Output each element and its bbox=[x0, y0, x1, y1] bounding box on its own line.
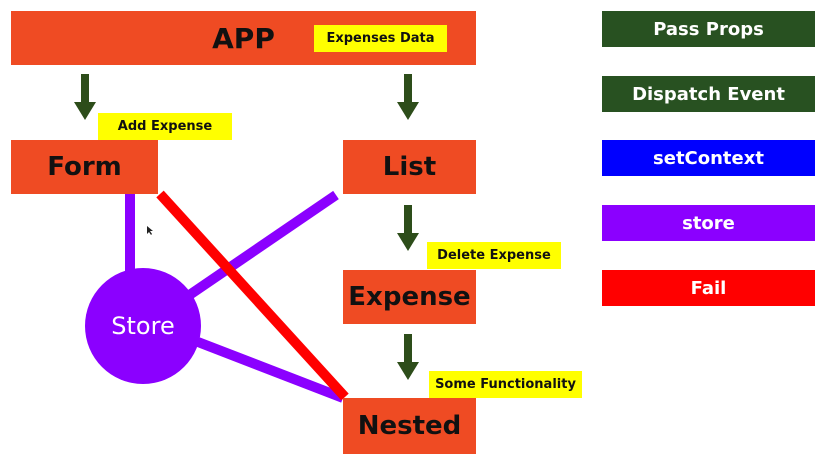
legend-fail: Fail bbox=[602, 270, 815, 306]
expense-node: Expense bbox=[343, 270, 476, 324]
some-functionality-tag: Some Functionality bbox=[429, 371, 582, 398]
arrow-down-icon bbox=[397, 74, 419, 120]
form-node-label: Form bbox=[47, 152, 122, 182]
expense-node-label: Expense bbox=[348, 282, 471, 312]
legend-pass-props: Pass Props bbox=[602, 11, 815, 47]
store-node: Store bbox=[85, 268, 201, 384]
form-to-nested-fail-line bbox=[156, 190, 349, 401]
nested-node: Nested bbox=[343, 398, 476, 454]
list-node: List bbox=[343, 140, 476, 194]
arrow-down-icon bbox=[397, 334, 419, 380]
legend-store: store bbox=[602, 205, 815, 241]
legend-set-context: setContext bbox=[602, 140, 815, 176]
app-node-label: APP bbox=[212, 21, 275, 55]
delete-expense-tag: Delete Expense bbox=[427, 242, 561, 269]
legend-label: Fail bbox=[690, 277, 727, 299]
add-expense-tag: Add Expense bbox=[98, 113, 232, 140]
list-to-store-line bbox=[185, 190, 339, 301]
legend-label: Pass Props bbox=[653, 18, 764, 40]
legend-label: setContext bbox=[653, 147, 764, 169]
nested-node-label: Nested bbox=[357, 411, 462, 441]
delete-expense-label: Delete Expense bbox=[437, 248, 551, 263]
list-node-label: List bbox=[382, 152, 437, 182]
some-functionality-label: Some Functionality bbox=[435, 377, 576, 392]
arrow-down-icon bbox=[74, 74, 96, 120]
arrow-down-icon bbox=[397, 205, 419, 251]
add-expense-label: Add Expense bbox=[117, 119, 213, 134]
mouse-cursor-icon bbox=[147, 226, 153, 235]
expenses-data-tag: Expenses Data bbox=[314, 25, 447, 52]
expenses-data-label: Expenses Data bbox=[326, 31, 435, 46]
legend-label: Dispatch Event bbox=[632, 83, 785, 105]
store-node-label: Store bbox=[111, 312, 175, 340]
legend-label: store bbox=[682, 212, 735, 234]
nested-to-store-line bbox=[196, 337, 345, 403]
legend-dispatch-event: Dispatch Event bbox=[602, 76, 815, 112]
form-node: Form bbox=[11, 140, 158, 194]
